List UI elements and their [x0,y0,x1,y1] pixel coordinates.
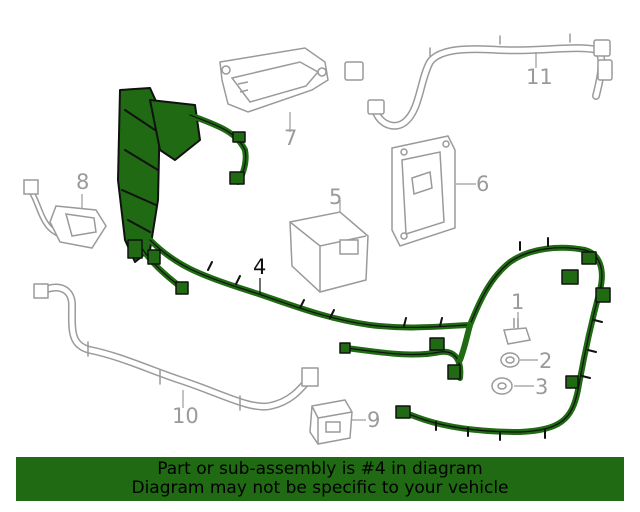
callout-9[interactable]: 9 [367,408,381,432]
callout-5[interactable]: 5 [329,185,343,209]
module-part-7[interactable] [219,47,329,113]
callout-8[interactable]: 8 [76,170,90,194]
sensor-part-8[interactable] [23,179,107,249]
callout-7[interactable]: 7 [284,126,298,150]
harness-part-11[interactable] [344,33,613,130]
bracket-part-6[interactable] [391,135,456,247]
washer-part-3[interactable] [491,377,513,395]
callout-6[interactable]: 6 [476,172,490,196]
nut-part-2[interactable] [500,352,520,368]
banner-line-part: Part or sub-assembly is #4 in diagram [157,459,483,479]
clip-part-1[interactable] [503,318,531,345]
callout-4[interactable]: 4 [253,255,267,279]
callout-2[interactable]: 2 [539,349,553,373]
callout-1[interactable]: 1 [511,290,525,314]
parts-diagram [23,33,613,445]
info-banner: Part or sub-assembly is #4 in diagram Di… [16,457,624,501]
harness-part-10[interactable] [33,283,319,411]
wiring-harness-part-4[interactable] [117,87,611,441]
connector-part-9[interactable] [309,399,353,445]
callout-10[interactable]: 10 [172,404,199,428]
leader-lines [81,52,538,421]
banner-line-disclaimer: Diagram may not be specific to your vehi… [131,478,509,498]
callout-11[interactable]: 11 [526,65,553,89]
module-part-5[interactable] [289,211,369,293]
callout-3[interactable]: 3 [535,375,549,399]
